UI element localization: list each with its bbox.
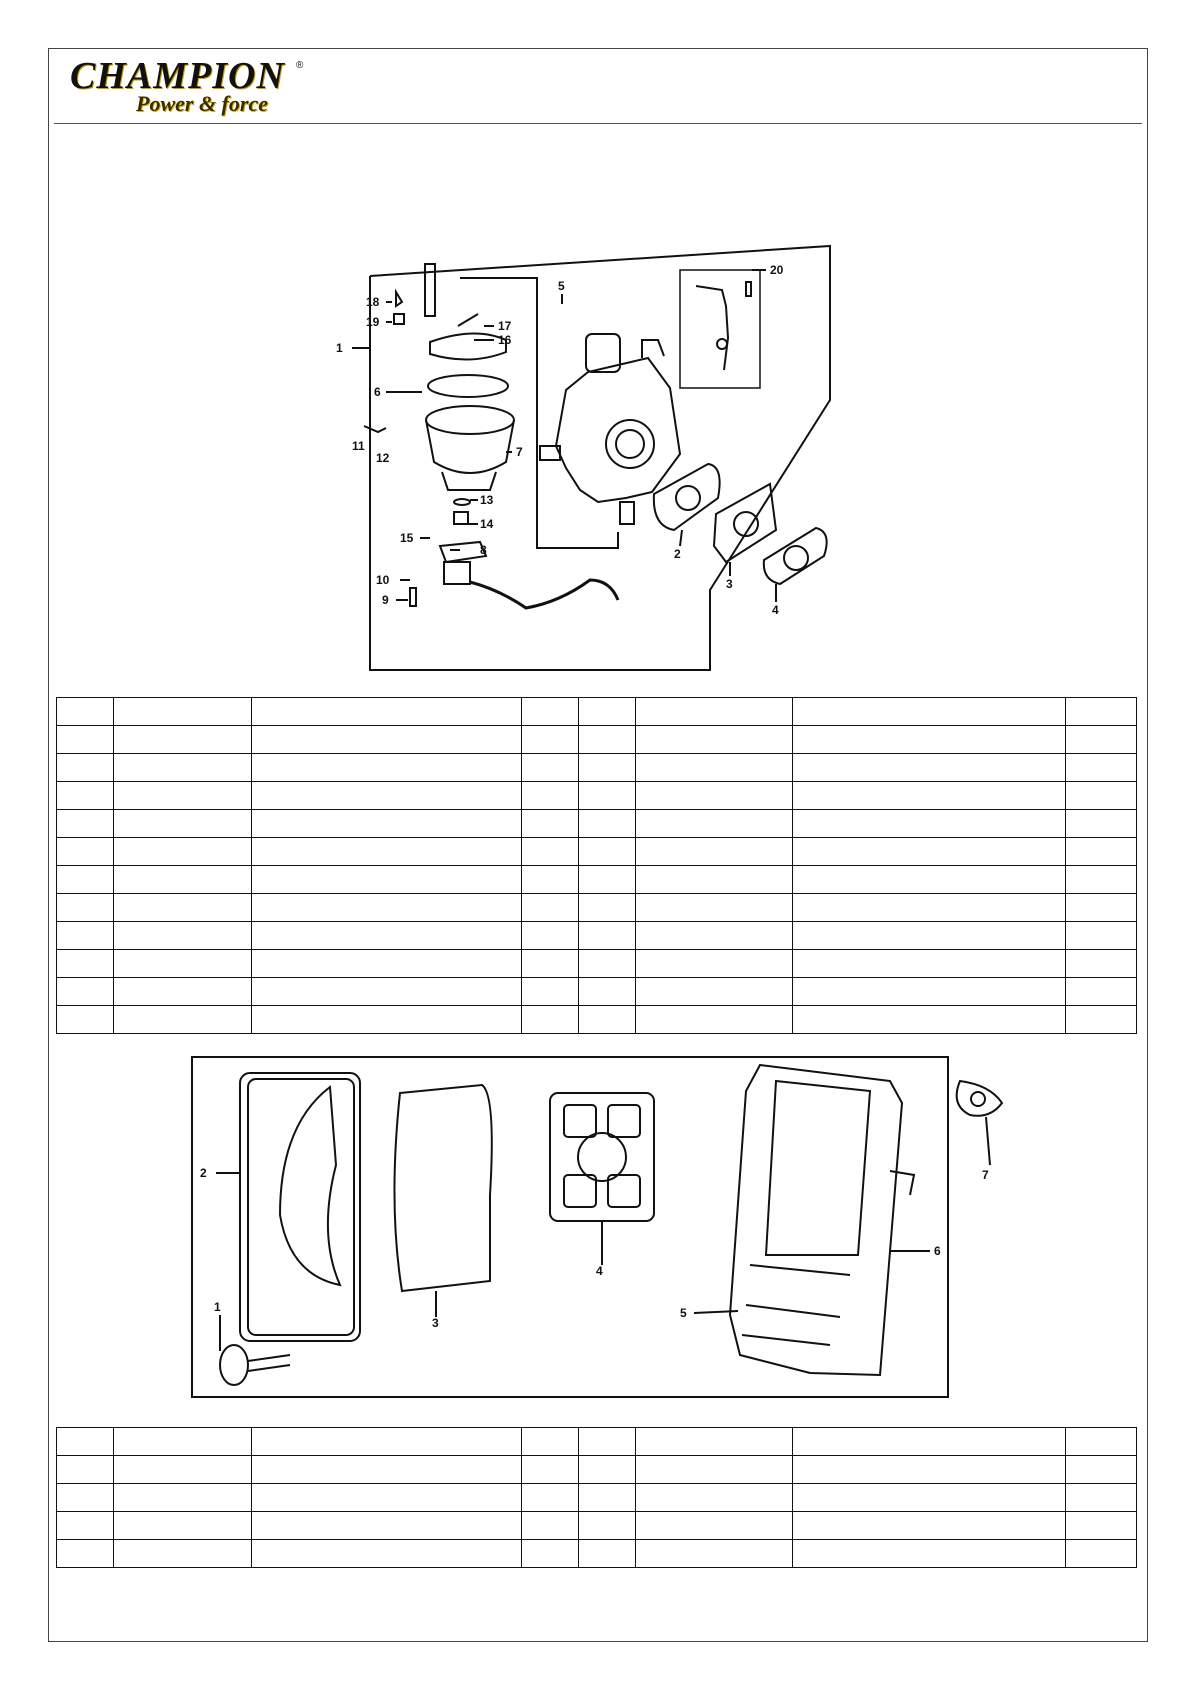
part-2-cover [239,1072,361,1342]
logo-wordmark: CHAMPION [70,55,285,97]
callout-16: 16 [498,333,512,347]
callout-18: 18 [366,295,380,309]
filter-callout-2: 2 [200,1166,207,1180]
callout-1: 1 [336,341,343,355]
filter-callout-4: 4 [596,1264,603,1278]
parts-table-carburetor [56,697,1137,1034]
table-row [56,1539,1137,1568]
table-row [56,753,1137,782]
callout-3: 3 [726,577,733,591]
callout-13: 13 [480,493,494,507]
callout-4: 4 [772,603,779,617]
table-header-row [56,1427,1137,1456]
callout-12: 12 [376,451,390,465]
parts-table-air-filter [56,1427,1137,1568]
part-3-insulator [712,482,778,564]
part-16-cap [429,332,507,361]
filter-callout-3: 3 [432,1316,439,1330]
callout-14: 14 [480,517,494,531]
table-row [56,949,1137,978]
parts-table-air-filter-body [56,1427,1137,1568]
table-row [56,921,1137,950]
air-filter-exploded-diagram: 1 2 3 4 5 6 7 [191,1056,1004,1398]
fuel-line [469,578,620,610]
callout-5: 5 [558,279,565,293]
carburetor-exploded-diagram: 1 2 3 4 5 6 7 8 9 10 11 12 13 14 15 16 1… [336,244,831,671]
table-row [56,977,1137,1006]
filter-callout-7: 7 [982,1168,989,1182]
part-1-wing-nut [219,1344,249,1386]
table-row [56,1005,1137,1034]
table-header-row [56,697,1137,726]
table-row [56,893,1137,922]
callout-19: 19 [366,315,380,329]
part-20-inset [679,269,761,389]
carburetor-frame [369,244,831,671]
part-5-housing [728,1063,904,1377]
filter-callout-1: 1 [214,1300,221,1314]
callout-6: 6 [374,385,381,399]
logo-registered-mark: ® [296,60,304,71]
part-4-gasket [762,526,828,586]
table-row [56,781,1137,810]
part-5-carburetor-body [554,356,682,504]
part-6-gasket [427,374,509,398]
callout-7: 7 [516,445,523,459]
callout-20: 20 [770,263,784,277]
table-row [56,809,1137,838]
table-row [56,837,1137,866]
champion-logo: CHAMPION ® Power & force [70,54,310,118]
callout-15: 15 [400,531,414,545]
callout-8: 8 [480,543,487,557]
table-row [56,1455,1137,1484]
page-frame [48,48,1148,1642]
filter-callout-5: 5 [680,1306,687,1320]
part-7-gasket [955,1079,1004,1117]
part-7-float-bowl [425,419,515,474]
filter-callout-6: 6 [934,1244,941,1258]
table-row [56,1483,1137,1512]
table-row [56,865,1137,894]
table-row [56,1511,1137,1540]
callout-10: 10 [376,573,390,587]
callout-11: 11 [352,439,365,453]
part-4-grid [549,1092,655,1222]
air-filter-frame [191,1056,949,1398]
callout-2: 2 [674,547,681,561]
part-8-plate [438,540,488,564]
logo-tagline: Power & force [136,91,268,116]
header-divider [54,123,1142,124]
callout-17: 17 [498,319,512,333]
parts-table-carburetor-body [56,697,1137,1034]
part-2-gasket [652,462,721,532]
part-5-float-chamber-top [585,333,621,373]
table-row [56,725,1137,754]
callout-9: 9 [382,593,389,607]
part-3-filter-element [393,1083,493,1293]
